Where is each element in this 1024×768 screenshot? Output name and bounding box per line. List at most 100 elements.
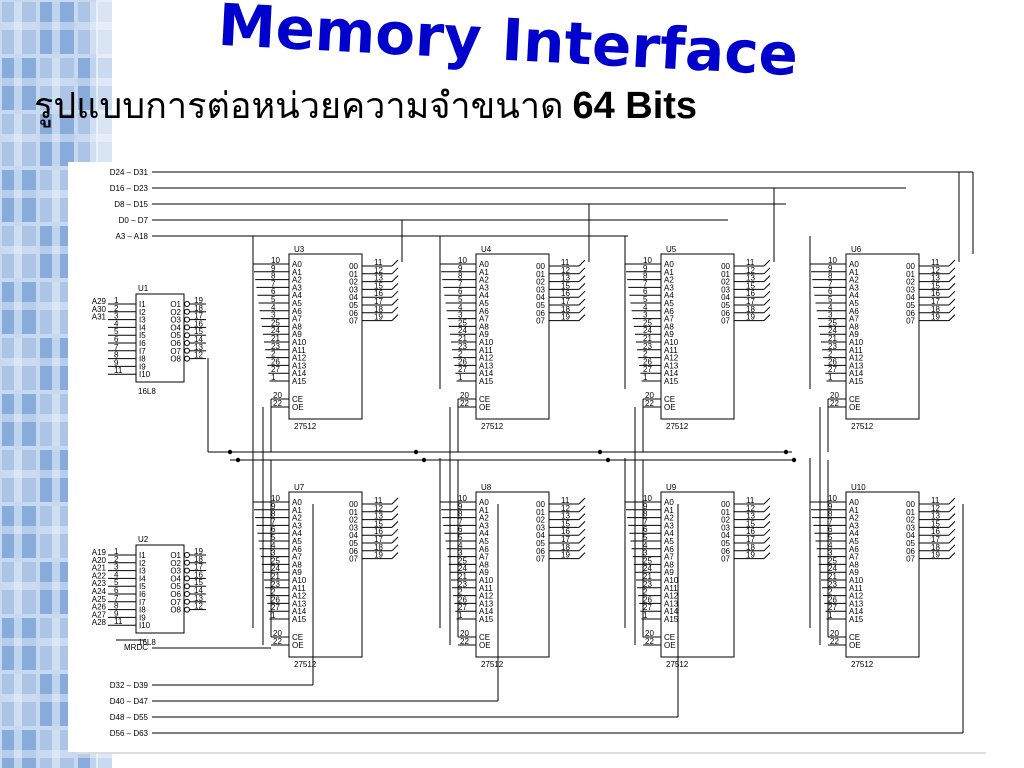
data-pin (391, 528, 399, 536)
data-pin (763, 298, 771, 306)
subtitle-bits: 64 Bits (572, 85, 698, 127)
pin-name: 03 (906, 285, 915, 294)
pin-number: 16 (374, 527, 383, 536)
decoder-part: 16L8 (138, 638, 156, 647)
strip-weave (14, 730, 22, 768)
data-pin (578, 513, 586, 520)
strip-weave (40, 358, 74, 366)
pin-name: 06 (721, 547, 730, 556)
pin-number: 8 (114, 351, 119, 360)
chip-name: U10 (851, 483, 866, 492)
pin-name: 07 (536, 317, 545, 326)
pin-name: A10 (292, 576, 307, 585)
strip-weave (40, 190, 74, 198)
pin-number: 15 (374, 519, 383, 528)
pin-name: O1 (170, 300, 181, 309)
pin-number: 25 (271, 556, 280, 565)
pin-name: A14 (849, 369, 864, 378)
pin-number: 13 (931, 274, 940, 283)
bus-label-bottom: D48 – D55 (110, 713, 149, 722)
pin-number: 24 (828, 564, 837, 573)
pin-number: 1 (114, 296, 119, 305)
pin-number: 3 (828, 311, 833, 320)
pin-number: 17 (374, 297, 383, 306)
pin-name: A0 (292, 498, 302, 507)
pin-name: A8 (479, 322, 489, 331)
pin-name: A15 (849, 377, 864, 386)
pin-name: A10 (292, 338, 307, 347)
pin-number: 15 (194, 327, 203, 336)
pin-name: I9 (139, 613, 146, 622)
pin-name: O6 (170, 339, 181, 348)
pin-name: 02 (721, 516, 730, 525)
pin-name: A7 (664, 315, 674, 324)
data-pin (948, 536, 956, 544)
pin-name: 01 (349, 270, 358, 279)
pin-number: 21 (458, 334, 467, 343)
pin-number: 9 (114, 609, 119, 618)
pin-name: A4 (664, 529, 674, 538)
address-input-label: A30 (92, 305, 107, 314)
pin-number: 18 (931, 543, 940, 552)
pin-name: A6 (292, 307, 302, 316)
data-pin (763, 267, 771, 275)
pin-name: A0 (479, 260, 489, 269)
data-pin (948, 290, 956, 298)
pin-number: 18 (374, 543, 383, 552)
pin-name: A4 (849, 529, 859, 538)
pin-name: 03 (536, 285, 545, 294)
chip-name: U7 (294, 483, 305, 492)
pin-name: I8 (139, 606, 146, 615)
pin-name: A15 (664, 615, 679, 624)
pin-number: 2 (114, 555, 119, 564)
strip-weave (40, 638, 74, 646)
pin-number: 27 (828, 365, 837, 374)
data-pin (763, 513, 771, 520)
data-pin (578, 536, 586, 544)
junction-dot (227, 449, 233, 455)
pin-number: 9 (114, 358, 119, 367)
pin-name: A14 (479, 607, 494, 616)
pin-name: A10 (664, 576, 679, 585)
pin-number: 14 (194, 586, 203, 595)
junction-dot (413, 449, 419, 455)
memory-chip (845, 253, 920, 420)
pin-name: A15 (479, 615, 494, 624)
pin-name: 02 (906, 278, 915, 287)
chip-part: 27512 (481, 660, 504, 669)
pin-name: 06 (349, 547, 358, 556)
pin-number: 2 (114, 304, 119, 313)
pin-number: 3 (114, 563, 119, 572)
pin-name: OE (849, 641, 861, 650)
pin-number: 21 (458, 572, 467, 581)
pin-name: A1 (479, 506, 489, 515)
pin-number: 13 (374, 274, 383, 283)
strip-weave (2, 694, 36, 702)
pin-name: A3 (664, 283, 674, 292)
pin-name: I1 (139, 551, 146, 560)
pin-name: 06 (721, 309, 730, 318)
pin-name: OE (479, 641, 491, 650)
pin-name: A6 (479, 307, 489, 316)
pin-name: A5 (849, 537, 859, 546)
strip-weave (40, 694, 74, 702)
junction-dot (421, 457, 427, 463)
bus-label-bottom: D56 – D63 (110, 729, 149, 738)
decoder-output-bubble (184, 559, 190, 566)
pin-number: 7 (114, 594, 119, 603)
pin-number: 17 (931, 297, 940, 306)
pin-number: 25 (271, 318, 280, 327)
pin-number: 17 (374, 535, 383, 544)
pin-number: 15 (746, 281, 755, 290)
chip-part: 27512 (851, 660, 874, 669)
pin-name: 01 (906, 508, 915, 517)
chip-name: U3 (294, 245, 305, 254)
pin-name: A4 (292, 291, 302, 300)
data-pin (763, 544, 771, 552)
pin-number: 7 (458, 279, 463, 288)
pin-name: OE (292, 641, 304, 650)
pin-number: 5 (271, 295, 276, 304)
decoder-output-bubble (184, 332, 190, 339)
pin-number: 7 (458, 517, 463, 526)
pin-number: 23 (828, 342, 837, 351)
